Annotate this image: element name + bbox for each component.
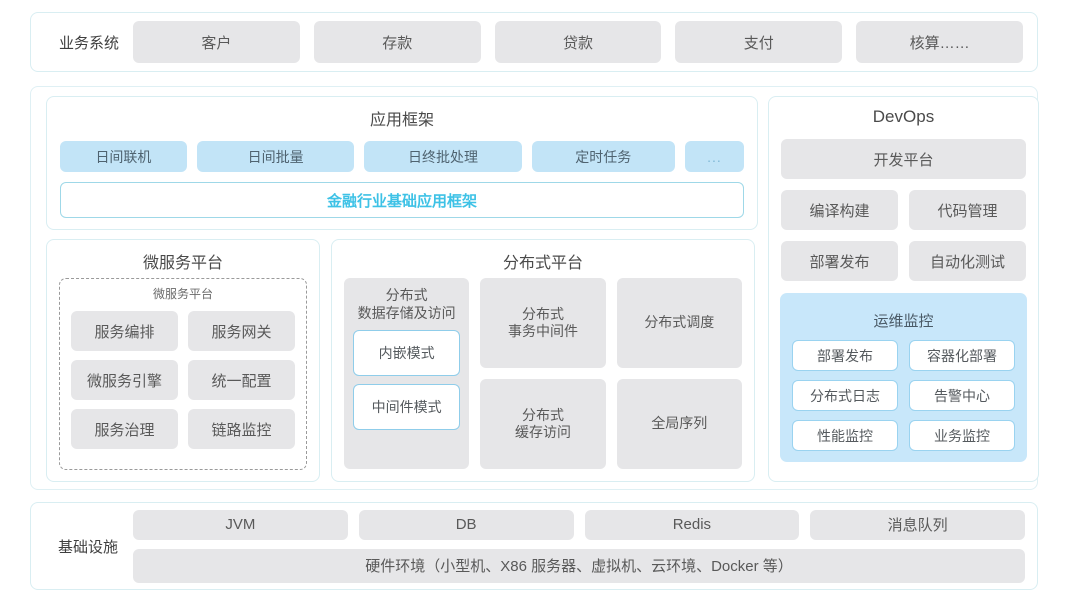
devops-body: 开发平台 编译构建 代码管理 部署发布 自动化测试 xyxy=(769,139,1038,281)
infra-hardware-environment[interactable]: 硬件环境（小型机、X86 服务器、虚拟机、云环境、Docker 等） xyxy=(133,548,1025,583)
distributed-cache-access[interactable]: 分布式 缓存访问 xyxy=(480,379,606,469)
ops-monitoring-row-3: 性能监控 业务监控 xyxy=(792,420,1015,451)
dist-tx-line2: 事务中间件 xyxy=(507,323,578,339)
distributed-column-2: 分布式 事务中间件 分布式 缓存访问 xyxy=(480,278,606,469)
business-system-items: 客户 存款 贷款 支付 核算…… xyxy=(133,21,1023,63)
dist-cache-line2: 缓存访问 xyxy=(514,424,571,440)
distributed-data-storage-card[interactable]: 分布式 数据存储及访问 内嵌模式 中间件模式 xyxy=(344,278,470,469)
infra-item-message-queue[interactable]: 消息队列 xyxy=(810,509,1025,540)
distributed-platform-section: 分布式平台 分布式 数据存储及访问 内嵌模式 中间件模式 xyxy=(331,239,755,482)
ops-containerized-deploy[interactable]: 容器化部署 xyxy=(909,340,1015,371)
infrastructure-items: JVM DB Redis 消息队列 xyxy=(133,509,1025,540)
ms-engine[interactable]: 微服务引擎 xyxy=(71,360,178,400)
infrastructure-section: 基础设施 JVM DB Redis 消息队列 硬件环境（小型机、X86 服务器、… xyxy=(30,502,1038,590)
devops-automated-test[interactable]: 自动化测试 xyxy=(909,241,1026,281)
business-item-payment[interactable]: 支付 xyxy=(675,21,843,63)
infrastructure-label: 基础设施 xyxy=(57,538,118,556)
devops-row-1: 编译构建 代码管理 xyxy=(781,190,1026,230)
microservice-inner-subtitle: 微服务平台 xyxy=(152,287,213,301)
business-item-deposit[interactable]: 存款 xyxy=(313,21,481,63)
ops-monitoring-row-1: 部署发布 容器化部署 xyxy=(792,340,1015,371)
microservice-row-1: 服务编排 服务网关 xyxy=(71,311,295,351)
ms-service-orchestration[interactable]: 服务编排 xyxy=(71,311,178,351)
distributed-column-1: 分布式 数据存储及访问 内嵌模式 中间件模式 xyxy=(344,278,470,469)
distributed-platform-body: 分布式 数据存储及访问 内嵌模式 中间件模式 分布式 事务中间件 xyxy=(344,278,742,469)
devops-section: DevOps 开发平台 编译构建 代码管理 部署发布 自动化测试 运维监控 部署… xyxy=(768,96,1039,482)
dist-tx-line1: 分布式 xyxy=(521,305,564,322)
ops-deploy-release[interactable]: 部署发布 xyxy=(792,340,898,371)
financial-base-framework-bar[interactable]: 金融行业基础应用框架 xyxy=(60,182,744,218)
infra-item-redis[interactable]: Redis xyxy=(584,509,800,540)
business-item-loan[interactable]: 贷款 xyxy=(494,21,662,63)
storage-mode-middleware[interactable]: 中间件模式 xyxy=(353,384,461,430)
distributed-scheduling[interactable]: 分布式调度 xyxy=(616,278,742,368)
ms-service-gateway[interactable]: 服务网关 xyxy=(188,311,295,351)
distributed-platform-title: 分布式平台 xyxy=(502,255,583,272)
app-chip-daytime-batch[interactable]: 日间批量 xyxy=(196,141,355,172)
app-chip-more[interactable]: ... xyxy=(684,141,744,172)
microservice-row-3: 服务治理 链路监控 xyxy=(71,409,295,449)
ops-monitoring-title: 运维监控 xyxy=(873,313,934,330)
business-system-label: 业务系统 xyxy=(58,34,119,52)
distributed-data-storage-line1: 分布式 xyxy=(385,287,428,303)
business-item-customer[interactable]: 客户 xyxy=(133,21,300,63)
storage-mode-embedded[interactable]: 内嵌模式 xyxy=(353,330,461,376)
ops-distributed-log[interactable]: 分布式日志 xyxy=(792,380,898,411)
devops-deploy-release[interactable]: 部署发布 xyxy=(781,241,898,281)
ops-monitoring-row-2: 分布式日志 告警中心 xyxy=(792,380,1015,411)
microservice-platform-section: 微服务平台 微服务平台 服务编排 服务网关 微服务引擎 统一配置 服务治理 链路… xyxy=(46,239,320,482)
app-chip-eod-batch[interactable]: 日终批处理 xyxy=(364,141,522,172)
ops-monitoring-section: 运维监控 部署发布 容器化部署 分布式日志 告警中心 性能监控 业务监控 xyxy=(780,293,1027,462)
infra-item-db[interactable]: DB xyxy=(358,509,574,540)
microservice-row-2: 微服务引擎 统一配置 xyxy=(71,360,295,400)
devops-compile-build[interactable]: 编译构建 xyxy=(781,190,898,230)
application-framework-chips: 日间联机 日间批量 日终批处理 定时任务 ... xyxy=(47,141,757,172)
distributed-transaction-middleware[interactable]: 分布式 事务中间件 xyxy=(480,278,606,368)
app-chip-scheduled-task[interactable]: 定时任务 xyxy=(531,141,675,172)
distributed-data-storage-label: 分布式 数据存储及访问 xyxy=(358,287,456,322)
devops-code-management[interactable]: 代码管理 xyxy=(909,190,1026,230)
distributed-data-storage-line2: 数据存储及访问 xyxy=(357,304,456,321)
ops-performance-monitor[interactable]: 性能监控 xyxy=(792,420,898,451)
infrastructure-body: JVM DB Redis 消息队列 硬件环境（小型机、X86 服务器、虚拟机、云… xyxy=(133,509,1025,583)
ms-link-monitoring[interactable]: 链路监控 xyxy=(188,409,295,449)
application-framework-title: 应用框架 xyxy=(369,112,434,129)
business-item-accounting[interactable]: 核算…… xyxy=(856,21,1023,63)
infra-item-jvm[interactable]: JVM xyxy=(133,509,348,540)
application-framework-section: 应用框架 日间联机 日间批量 日终批处理 定时任务 ... 金融行业基础应用框架 xyxy=(46,96,758,230)
ms-unified-config[interactable]: 统一配置 xyxy=(188,360,295,400)
ops-alert-center[interactable]: 告警中心 xyxy=(909,380,1015,411)
app-chip-daytime-online[interactable]: 日间联机 xyxy=(60,141,187,172)
dist-cache-line1: 分布式 xyxy=(521,406,564,423)
microservice-inner-group: 微服务平台 服务编排 服务网关 微服务引擎 统一配置 服务治理 链路监控 xyxy=(59,278,307,470)
global-sequence[interactable]: 全局序列 xyxy=(616,379,742,469)
ms-service-governance[interactable]: 服务治理 xyxy=(71,409,178,449)
ops-business-monitor[interactable]: 业务监控 xyxy=(909,420,1015,451)
distributed-column-3: 分布式调度 全局序列 xyxy=(616,278,742,469)
devops-row-2: 部署发布 自动化测试 xyxy=(781,241,1026,281)
devops-title: DevOps xyxy=(872,107,935,126)
platform-container: 应用框架 日间联机 日间批量 日终批处理 定时任务 ... 金融行业基础应用框架… xyxy=(30,86,1039,490)
devops-dev-platform[interactable]: 开发平台 xyxy=(781,139,1026,179)
business-system-section: 业务系统 客户 存款 贷款 支付 核算…… xyxy=(30,12,1038,72)
microservice-platform-title: 微服务平台 xyxy=(142,255,223,272)
